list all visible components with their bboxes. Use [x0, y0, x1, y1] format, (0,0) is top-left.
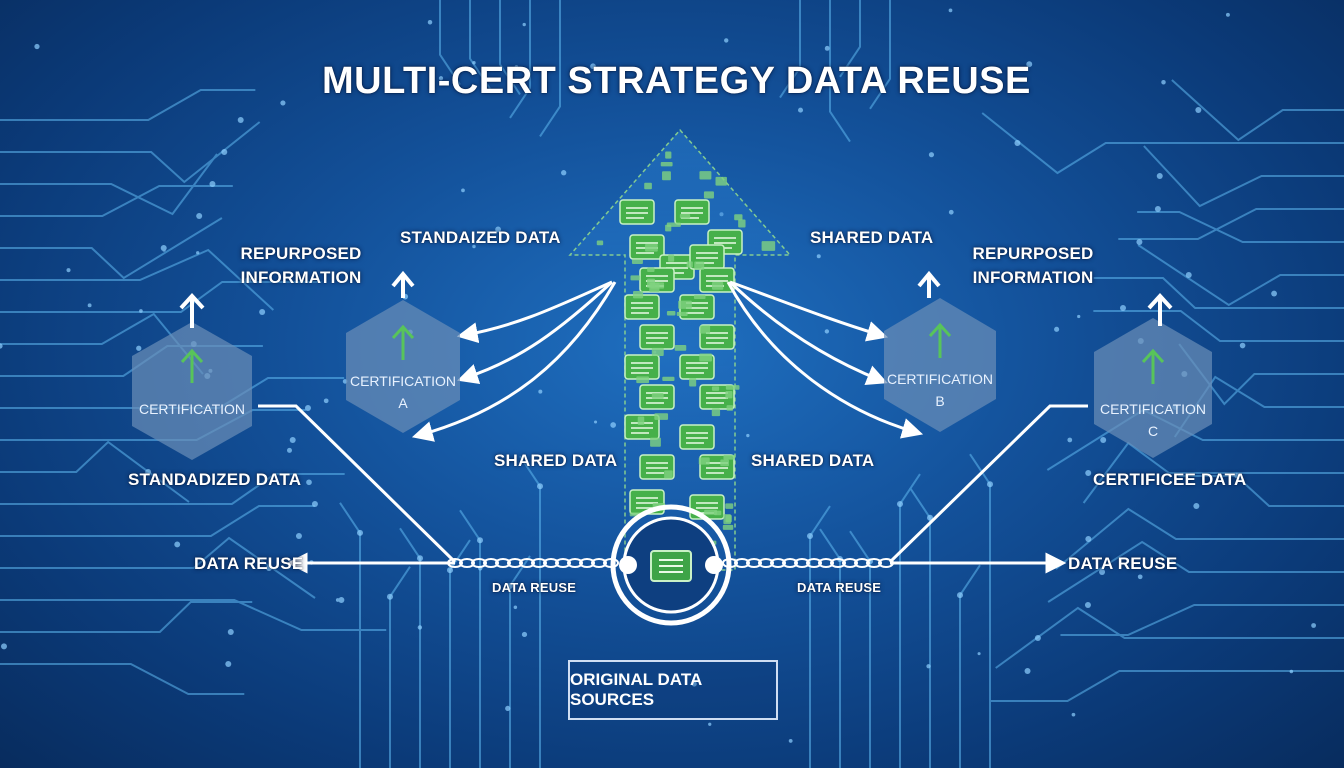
label-data-reuse-small-left: DATA REUSE	[492, 580, 577, 595]
central-up-arrow-icon	[568, 128, 792, 571]
label-data-reuse-left: DATA REUSE	[194, 554, 304, 573]
hex-label-c-line2: C	[1147, 423, 1159, 439]
original-data-sources-label: ORIGINAL DATA SOURCES	[570, 670, 702, 709]
flow-arrows-right	[726, 280, 924, 439]
hex-label-b-line2: B	[935, 393, 945, 409]
label-certificee-right: CERTIFICEE DATA	[1093, 470, 1247, 489]
page-title: MULTI-CERT STRATEGY DATA REUSE	[322, 60, 1031, 102]
label-shared-mid-left: SHARED DATA	[494, 451, 618, 470]
hex-label-left-line1: CERTIFICATION	[138, 401, 246, 417]
chain-link-icon	[447, 558, 894, 568]
hex-certification-b	[884, 298, 996, 432]
hex-label-a-line2: A	[398, 395, 408, 411]
hex-label-b-line1: CERTIFICATION	[886, 371, 994, 387]
hex-certification-c	[1094, 318, 1212, 458]
label-data-reuse-small-right: DATA REUSE	[797, 580, 882, 595]
hex-label-a-line1: CERTIFICATION	[349, 373, 457, 389]
hex-certification-a	[346, 300, 460, 433]
label-repurposed-right: REPURPOSED INFORMATION	[972, 244, 1094, 287]
label-standardized-top: STANDAIZED DATA	[400, 228, 561, 247]
hub-connector-lines	[258, 404, 1088, 574]
hex-label-b: CERTIFICATION B	[884, 368, 996, 412]
label-standardized-left: STANDADIZED DATA	[128, 470, 302, 489]
hex-label-c-line1: CERTIFICATION	[1099, 401, 1207, 417]
hub-node	[610, 504, 732, 626]
hex-certification-left	[132, 322, 252, 460]
hex-label-left: CERTIFICATION	[132, 398, 252, 420]
label-data-reuse-right: DATA REUSE	[1068, 554, 1178, 573]
original-data-sources-box: ORIGINAL DATA SOURCES	[568, 660, 778, 720]
hex-label-a: CERTIFICATION A	[346, 370, 460, 414]
flow-arrows-left	[411, 280, 617, 442]
hex-label-c: CERTIFICATION C	[1094, 398, 1212, 442]
up-arrow-icon	[179, 270, 1173, 328]
label-shared-mid-right: SHARED DATA	[751, 451, 875, 470]
label-repurposed-left: REPURPOSED INFORMATION	[240, 244, 362, 287]
label-shared-top: SHARED DATA	[810, 228, 934, 247]
